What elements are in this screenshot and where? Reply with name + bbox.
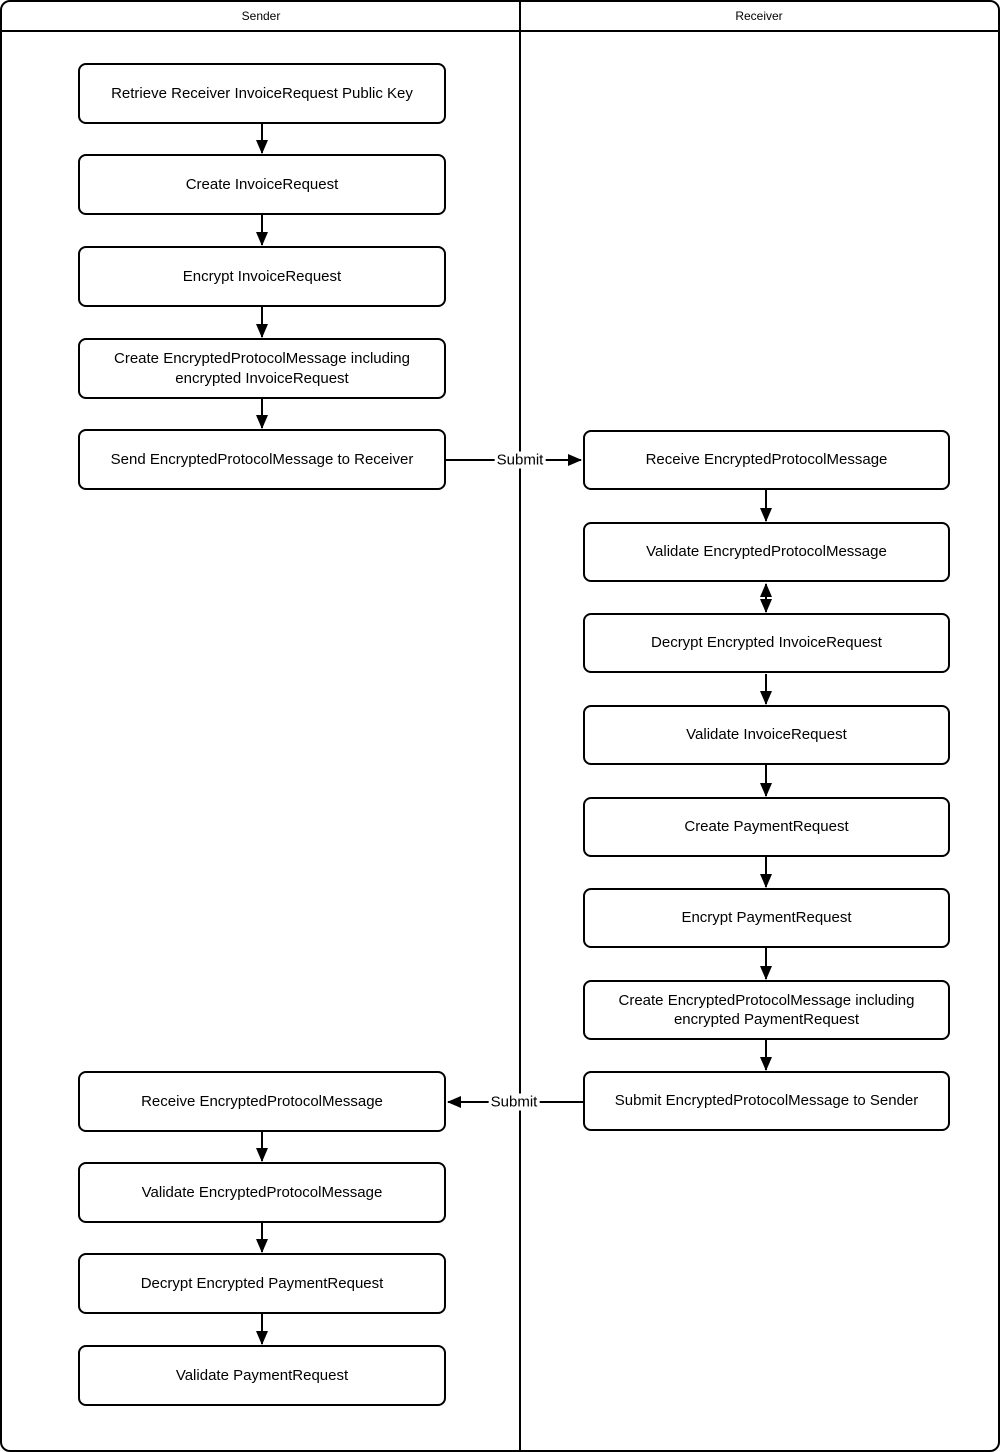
node-receiver-validate-encryptedprotocolmessage: Validate EncryptedProtocolMessage <box>583 522 950 582</box>
node-create-invoicerequest: Create InvoiceRequest <box>78 154 446 215</box>
node-create-paymentrequest: Create PaymentRequest <box>583 797 950 857</box>
node-decrypt-encrypted-invoicerequest: Decrypt Encrypted InvoiceRequest <box>583 613 950 673</box>
lane-header-sender: Sender <box>2 2 520 30</box>
node-submit-encryptedprotocolmessage-to-sender: Submit EncryptedProtocolMessage to Sende… <box>583 1071 950 1131</box>
node-decrypt-encrypted-paymentrequest: Decrypt Encrypted PaymentRequest <box>78 1253 446 1314</box>
node-receiver-receive-encryptedprotocolmessage: Receive EncryptedProtocolMessage <box>583 430 950 490</box>
node-send-encryptedprotocolmessage: Send EncryptedProtocolMessage to Receive… <box>78 429 446 490</box>
edge-label-submit-to-sender: Submit <box>488 1093 540 1111</box>
node-validate-paymentrequest: Validate PaymentRequest <box>78 1345 446 1406</box>
lane-header-receiver-label: Receiver <box>735 9 783 23</box>
node-validate-invoicerequest: Validate InvoiceRequest <box>583 705 950 765</box>
node-encrypt-paymentrequest: Encrypt PaymentRequest <box>583 888 950 948</box>
lane-header-sender-label: Sender <box>241 9 281 23</box>
node-create-encryptedprotocolmessage-paymentrequest: Create EncryptedProtocolMessage includin… <box>583 980 950 1040</box>
node-encrypt-invoicerequest: Encrypt InvoiceRequest <box>78 246 446 307</box>
edge-label-submit-to-receiver: Submit <box>494 451 546 469</box>
node-retrieve-receiver-public-key: Retrieve Receiver InvoiceRequest Public … <box>78 63 446 124</box>
lane-divider <box>519 2 521 1450</box>
node-create-encryptedprotocolmessage-invoicerequest: Create EncryptedProtocolMessage includin… <box>78 338 446 399</box>
lane-header-row: Sender Receiver <box>2 2 998 32</box>
lane-header-receiver: Receiver <box>520 2 998 30</box>
node-sender-receive-encryptedprotocolmessage: Receive EncryptedProtocolMessage <box>78 1071 446 1132</box>
node-sender-validate-encryptedprotocolmessage: Validate EncryptedProtocolMessage <box>78 1162 446 1223</box>
